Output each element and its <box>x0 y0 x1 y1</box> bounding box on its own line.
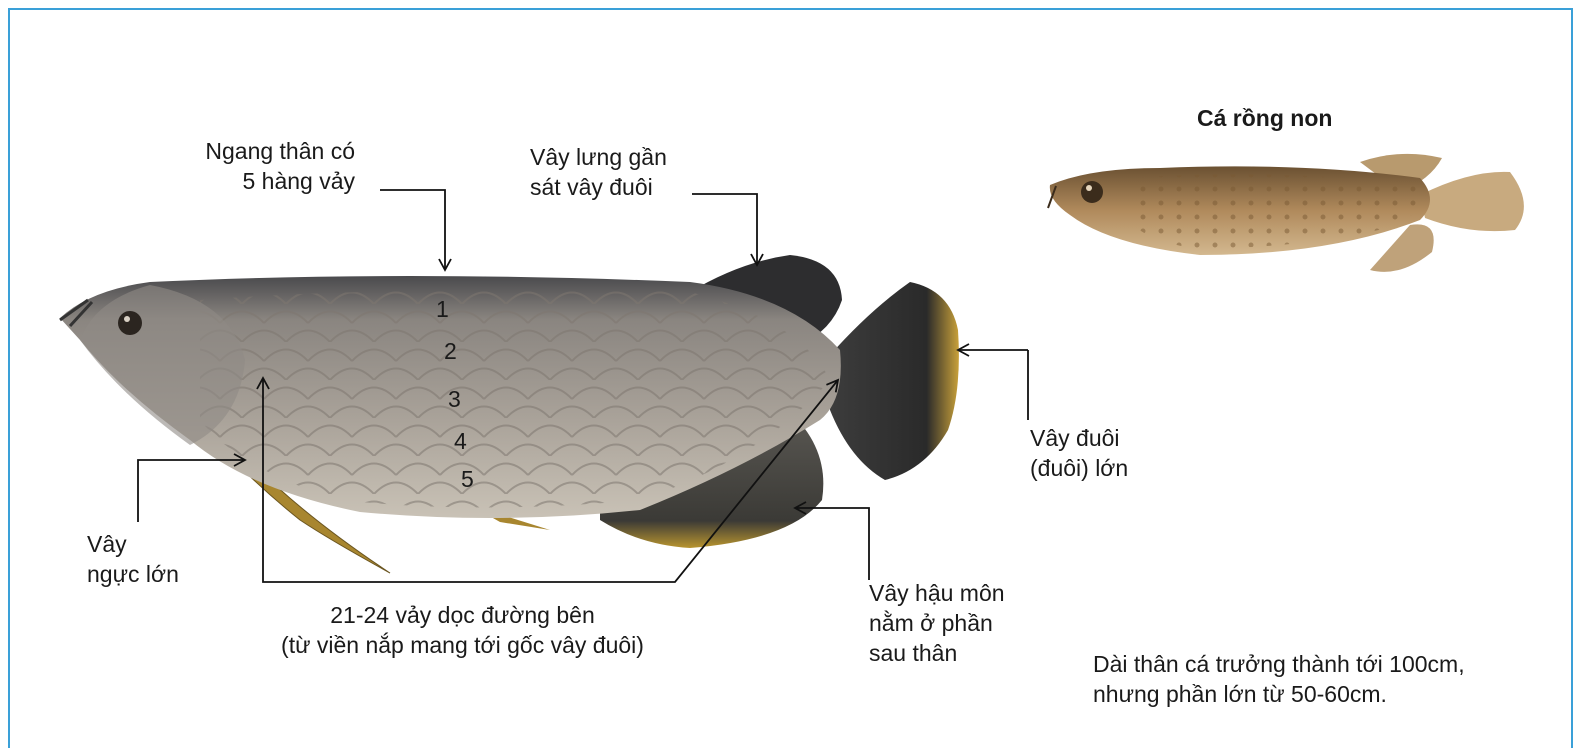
label-length-line2: nhưng phần lớn từ 50-60cm. <box>1093 679 1465 709</box>
arrow-caudal <box>958 350 1028 420</box>
scale-row-2: 2 <box>444 338 457 364</box>
label-dorsal: Vây lưng gần sát vây đuôi <box>530 142 667 202</box>
label-lateral-line1: 21-24 vảy dọc đường bên <box>250 600 675 630</box>
label-length-line1: Dài thân cá trưởng thành tới 100cm, <box>1093 649 1465 679</box>
juvenile-fish <box>1048 154 1524 272</box>
label-pectoral: Vây ngực lớn <box>87 529 179 589</box>
label-caudal: Vây đuôi (đuôi) lớn <box>1030 423 1128 483</box>
label-anal-line2: nằm ở phần <box>869 608 1005 638</box>
adult-fish <box>60 255 959 573</box>
label-pectoral-line2: ngực lớn <box>87 559 179 589</box>
label-scale-rows-line2: 5 hàng vảy <box>205 166 355 196</box>
scale-row-3: 3 <box>448 386 461 412</box>
juvenile-title: Cá rồng non <box>1197 103 1332 133</box>
arrow-scale-rows <box>380 190 445 270</box>
label-caudal-line2: (đuôi) lớn <box>1030 453 1128 483</box>
label-anal: Vây hậu môn nằm ở phần sau thân <box>869 578 1005 668</box>
label-dorsal-line2: sát vây đuôi <box>530 172 667 202</box>
label-scale-rows: Ngang thân có 5 hàng vảy <box>205 136 355 196</box>
arrow-dorsal <box>692 194 757 265</box>
arrow-anal <box>795 508 869 580</box>
label-dorsal-line1: Vây lưng gần <box>530 142 667 172</box>
label-pectoral-line1: Vây <box>87 529 179 559</box>
scale-row-1: 1 <box>436 296 449 322</box>
label-lateral-line: 21-24 vảy dọc đường bên (từ viền nắp man… <box>250 600 675 660</box>
arrow-pectoral <box>138 460 245 522</box>
label-anal-line3: sau thân <box>869 638 1005 668</box>
label-anal-line1: Vây hậu môn <box>869 578 1005 608</box>
caudal-fin <box>830 282 959 480</box>
scale-row-5: 5 <box>461 466 474 492</box>
scale-row-4: 4 <box>454 428 467 454</box>
label-scale-rows-line1: Ngang thân có <box>205 136 355 166</box>
label-lateral-line2: (từ viền nắp mang tới gốc vây đuôi) <box>250 630 675 660</box>
fish-eye <box>118 311 142 335</box>
label-length: Dài thân cá trưởng thành tới 100cm, nhưn… <box>1093 649 1465 709</box>
label-caudal-line1: Vây đuôi <box>1030 423 1128 453</box>
